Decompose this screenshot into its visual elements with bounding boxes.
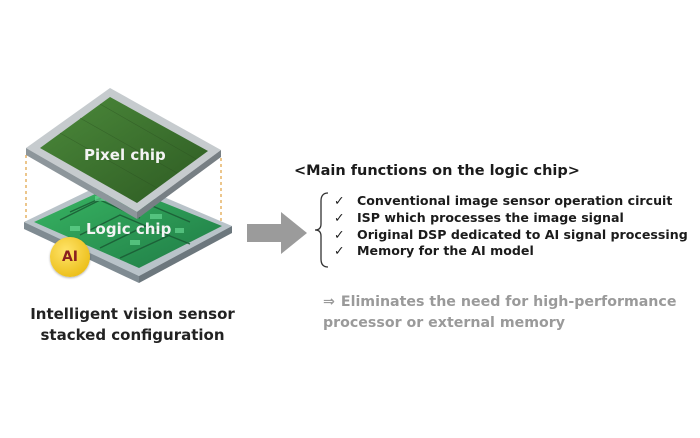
implies-arrow-icon: ⇒ — [323, 294, 335, 310]
check-icon: ✓ — [334, 226, 345, 242]
function-item-label: Original DSP dedicated to AI signal proc… — [357, 226, 688, 242]
list-item: ✓ Original DSP dedicated to AI signal pro… — [334, 227, 688, 244]
ai-badge-label: AI — [61, 249, 79, 265]
function-item-label: Conventional image sensor operation circ… — [357, 193, 673, 208]
right-arrow-icon — [247, 212, 307, 254]
functions-title: <Main functions on the logic chip> — [294, 163, 580, 179]
check-icon: ✓ — [334, 243, 345, 259]
ai-badge: AI — [50, 237, 90, 277]
function-item-label: Memory for the AI model — [357, 243, 534, 259]
left-brace — [314, 192, 329, 268]
caption-line-1: Intelligent vision sensor — [30, 305, 235, 323]
functions-list: ✓ Conventional image sensor operation cir… — [334, 193, 688, 260]
note-line-2: processor or external memory — [323, 315, 566, 331]
list-item: ✓ Memory for the AI model — [334, 243, 688, 260]
benefit-note: ⇒ Eliminates the need for high-performanc… — [323, 292, 676, 334]
check-icon: ✓ — [334, 209, 345, 225]
check-icon: ✓ — [334, 193, 345, 208]
pixel-chip — [26, 88, 221, 219]
stacked-chip-illustration — [24, 88, 232, 283]
note-line-1: Eliminates the need for high-performance — [340, 294, 677, 310]
caption-line-2: stacked configuration — [40, 326, 225, 344]
list-item: ✓ ISP which processes the image signal — [334, 210, 688, 227]
function-item-label: ISP which processes the image signal — [357, 209, 624, 225]
pixel-chip-label: Pixel chip — [84, 146, 166, 164]
logic-chip-label: Logic chip — [86, 220, 172, 238]
list-item: ✓ Conventional image sensor operation cir… — [334, 193, 688, 210]
